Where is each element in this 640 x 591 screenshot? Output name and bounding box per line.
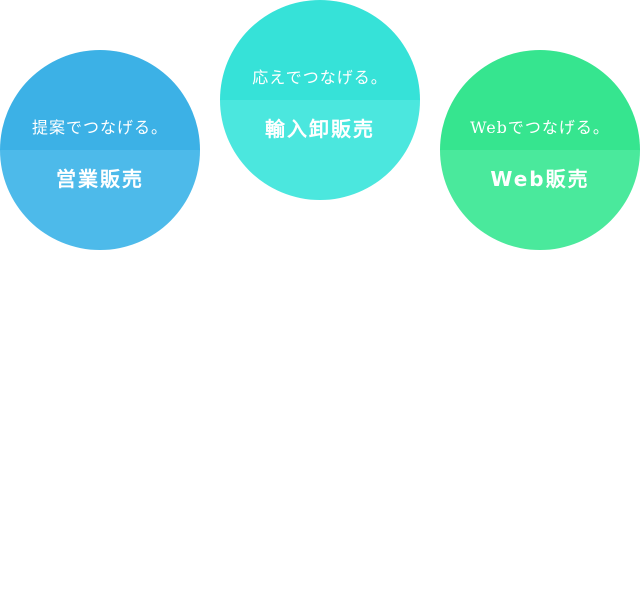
circle-link-wholesale[interactable]: 応えでつなげる。 輸入卸販売 [220,0,420,200]
circle-label: Web販売 [490,167,590,191]
circle-label: 営業販売 [56,167,144,191]
circle-bottom-half [220,100,420,200]
circle-link-web[interactable]: Webでつなげる。 Web販売 [440,50,640,250]
circle-tagline: Webでつなげる。 [470,118,610,137]
circle-link-sales[interactable]: 提案でつなげる。 営業販売 [0,50,200,250]
circle-bottom-half [440,150,640,250]
circle-label: 輸入卸販売 [265,117,375,141]
circle-tagline: 応えでつなげる。 [252,68,388,87]
circle-top-half [0,50,200,150]
circle-tagline: 提案でつなげる。 [31,118,168,137]
circle-top-half [440,50,640,150]
circle-top-half [220,0,420,100]
circle-bottom-half [0,150,200,250]
